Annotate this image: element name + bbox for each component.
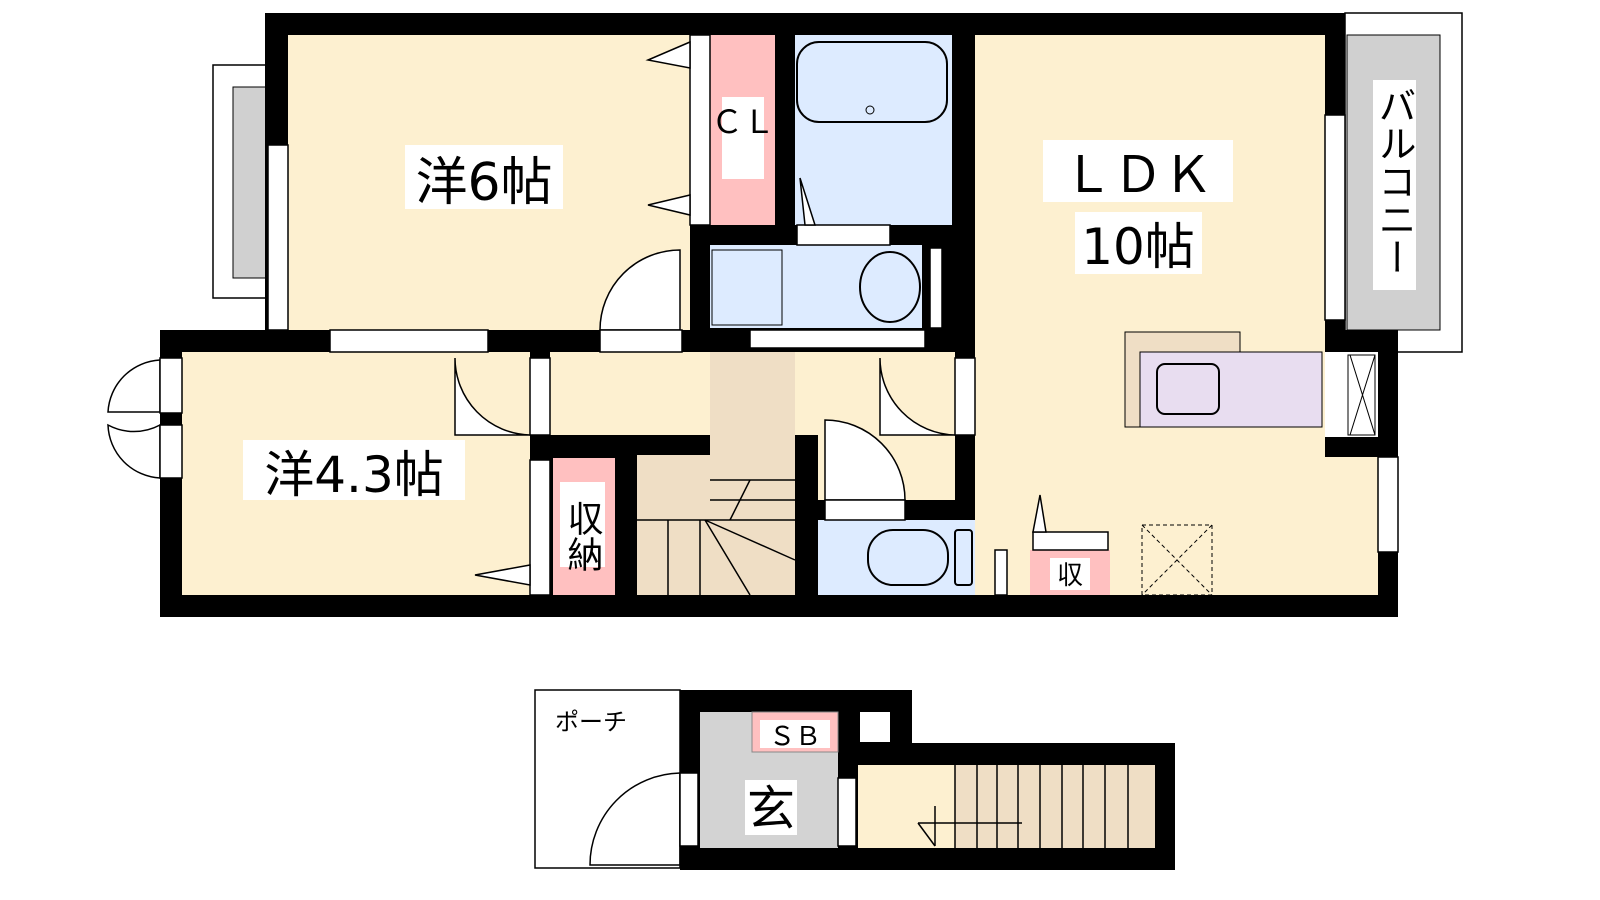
label-entrance: 玄 — [747, 781, 795, 837]
label-closet-text: ＣＬ — [711, 103, 775, 141]
entrance-door — [589, 772, 857, 866]
label-ldk: ＬＤＫ — [1063, 146, 1213, 204]
label-porch: ポーチ — [555, 708, 627, 736]
stair-lines — [637, 479, 796, 596]
label-balcony: バルコニー — [1372, 86, 1416, 276]
left-balcony — [212, 64, 269, 299]
lower-stair-lines — [917, 765, 1129, 848]
porch — [534, 689, 681, 869]
label-western-43: 洋4.3帖 — [264, 446, 444, 504]
toilet — [867, 529, 949, 586]
fridge-space — [1141, 354, 1376, 596]
bathtub — [796, 41, 948, 123]
washbasin — [711, 249, 783, 326]
lower-stairs — [955, 765, 1155, 848]
label-shoe-box: ＳＢ — [769, 722, 821, 752]
label-ldk-size: 10帖 — [1081, 218, 1195, 276]
label-small-storage: 収 — [1057, 561, 1083, 591]
doors — [107, 34, 1399, 596]
label-western-6: 洋6帖 — [415, 153, 552, 213]
label-closet: ＣＬ — [711, 103, 775, 141]
label-storage: 収納 — [562, 500, 603, 572]
